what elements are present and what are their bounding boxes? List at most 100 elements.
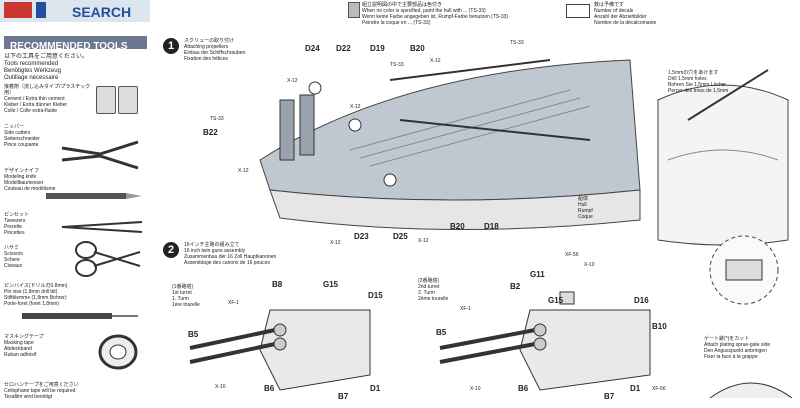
tool-label: Modellbaumesser — [4, 180, 44, 186]
paint-code: XF-56 — [652, 386, 666, 392]
part-label: D22 — [336, 44, 351, 53]
tool-scissors: ハサミ Scissors Schere Ciseaux — [4, 245, 64, 269]
masking-tape-icon — [98, 334, 138, 370]
hull-label-line: Rumpf — [578, 208, 593, 214]
step2-title-line: Assemblage des canons de 16 pouces — [184, 260, 270, 266]
drill-note-line: Percer des trous de 1,5mm — [668, 88, 729, 94]
hull-label-line: 船体 — [578, 196, 589, 202]
paint-code: X-12 — [350, 104, 361, 110]
turret-label-line: 1. Turm — [172, 296, 189, 302]
tool-cement: 接着剤（流し込みタイプ/プラスチック用） Cement / Extra thin… — [4, 84, 94, 114]
part-label: D15 — [368, 291, 383, 300]
paint-code: X-12 — [238, 168, 249, 174]
paint-note-line: Peindre la coque en ... (TS-33) — [362, 20, 431, 26]
tools-footer: セロハンテープをご用意ください Cellophane tape will be … — [4, 382, 144, 400]
step1-title-line: Attaching propellers — [184, 44, 229, 50]
brand-text: SEARCH — [72, 4, 132, 20]
drill-note-line: Drill 1.5mm holes — [668, 76, 707, 82]
part-label: G11 — [530, 270, 545, 279]
step1-hull-drawing — [259, 59, 641, 230]
tool-label: Colle / Colle extra-fluide — [4, 108, 58, 114]
tool-label: Kleber / Extra dünner Kleber — [4, 102, 68, 108]
part-label: G15 — [548, 296, 564, 305]
pin-vise-icon — [22, 313, 138, 319]
tool-label: ハサミ — [4, 245, 20, 251]
turret-label-line: 1ère tourelle — [172, 302, 200, 308]
paint-code: XF-1 — [460, 306, 471, 312]
scissors-icon — [75, 241, 141, 277]
tools-footer-line: セロハンテープをご用意ください — [4, 382, 79, 388]
part-label: B20 — [450, 222, 465, 231]
tool-label: ニッパー — [4, 124, 25, 130]
paint-code: X-10 — [584, 262, 595, 268]
tape-detail-drawing — [709, 382, 793, 399]
tools-intro-en: Tools recommended — [4, 61, 59, 67]
tool-label: Side cutters — [4, 130, 31, 136]
tool-label: Ciseaux — [4, 263, 23, 269]
step2-number: 2 — [167, 244, 175, 256]
tool-tweezers: ピンセット Tweezers Pinzette Pincettes — [4, 212, 64, 236]
turret-label-line: (2番砲塔) — [418, 278, 440, 284]
paint-code: X-12 — [287, 78, 298, 84]
cement-bottle-icon — [96, 86, 116, 114]
step1-badge: 1 — [163, 38, 179, 54]
brand-badge — [36, 2, 46, 18]
tool-label: Scissors — [4, 251, 23, 257]
tool-label: Schere — [4, 257, 20, 263]
paint-code: TS-33 — [390, 62, 404, 68]
tool-label: Stiftklemme (1,8mm Bohrer) — [4, 295, 67, 301]
tools-intro: 以下の工具をご用意ください。 Tools recommended Benötig… — [4, 54, 144, 82]
part-label: B5 — [436, 328, 447, 337]
side-cutters-icon — [61, 140, 139, 170]
gate-detail-drawing — [709, 235, 779, 305]
part-label: B8 — [272, 280, 283, 289]
part-label: D25 — [393, 232, 408, 241]
part-label: G15 — [323, 280, 339, 289]
decal-note-line: Nombre de la décalcomanie — [594, 20, 657, 26]
tool-label: Masking tape — [4, 340, 34, 346]
gate-note-line: Attach plating sprue-gate side — [704, 342, 771, 348]
step1-number: 1 — [167, 40, 175, 52]
part-label: B22 — [203, 128, 218, 137]
paint-code: XF-56 — [565, 252, 579, 258]
step2-title: 16インチ主砲の組み立て 16 inch twin guns assembly … — [184, 242, 364, 266]
tool-label: マスキングテープ — [4, 334, 44, 340]
tool-label: Tweezers — [4, 218, 26, 224]
paint-code: X-12 — [430, 58, 441, 64]
turret-label-line: 2. Turm — [418, 290, 435, 296]
step1-title: スクリューの取り付け Attaching propellers Einbau d… — [184, 38, 334, 62]
part-label: B6 — [264, 384, 275, 393]
gate-note: ゲート跡(*)をカット Attach plating sprue-gate si… — [704, 336, 798, 360]
paint-code: X-10 — [470, 386, 481, 392]
part-label: B6 — [518, 384, 529, 393]
modeling-knife-icon — [46, 193, 142, 199]
tools-footer-line: Tesafilm wird benötigt — [4, 394, 53, 400]
turret1-drawing — [189, 309, 371, 391]
tool-label: Pinzette — [4, 224, 23, 230]
tool-pin-vise: ピンバイス(ドリル刃0.8mm) Pin vise (1.8mm drill b… — [4, 283, 84, 307]
tool-side-cutters: ニッパー Side cutters Seitenschneider Pince … — [4, 124, 64, 148]
tool-knife: デザインナイフ Modeling knife Modellbaumesser C… — [4, 168, 64, 192]
tool-label: Porte-foret (foret 1,8mm) — [4, 301, 60, 307]
paint-code: TS-33 — [210, 116, 224, 122]
drill-note: 1.5mmの穴をあけます Drill 1.5mm holes Bohren Si… — [668, 70, 778, 94]
turret2-drawing — [439, 291, 651, 391]
part-label: D1 — [370, 384, 381, 393]
part-label: D16 — [634, 296, 649, 305]
part-label: D19 — [370, 44, 385, 53]
drill-note-line: 1.5mmの穴をあけます — [668, 70, 719, 76]
tool-label: Modeling knife — [4, 174, 37, 180]
step1-title-line: スクリューの取り付け — [184, 38, 235, 44]
step1-title-line: Einbau der Schiffschrauben — [184, 50, 246, 56]
turret-label-line: 1st turret — [172, 290, 192, 296]
tools-title-bar: RECOMMENDED TOOLS — [4, 36, 147, 52]
tool-label: Couteau de modélisme — [4, 186, 56, 192]
part-label: D1 — [630, 384, 641, 393]
tool-label: Ruban adhésif — [4, 352, 37, 358]
drill-detail-drawing — [657, 69, 789, 246]
drill-note-line: Bohren Sie 1,5mm Löcher — [668, 82, 727, 88]
tweezers-icon — [61, 221, 143, 233]
turret-label-line: 2nd turret — [418, 284, 440, 290]
gate-note-line: ゲート跡(*)をカット — [704, 336, 750, 342]
tool-label: Pincettes — [4, 230, 25, 236]
